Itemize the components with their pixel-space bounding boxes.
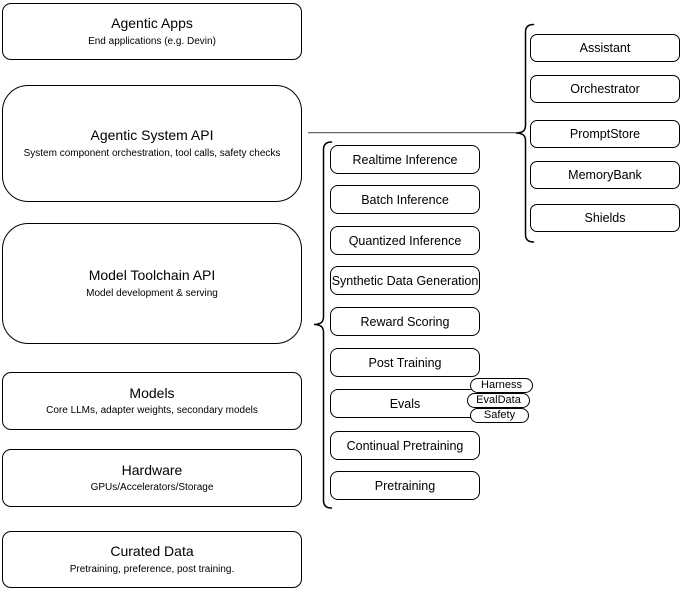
node-label: PromptStore (569, 127, 641, 141)
node-pretraining: Pretraining (330, 471, 480, 500)
node-label: Batch Inference (361, 192, 449, 207)
node-label: Synthetic Data Generation (331, 273, 479, 288)
node-quantized-inference: Quantized Inference (330, 226, 480, 255)
node-title: Models (129, 384, 175, 401)
node-curated-data: Curated Data Pretraining, preference, po… (2, 531, 302, 588)
badge-safety: Safety (470, 408, 529, 423)
node-label: Continual Pretraining (346, 438, 464, 453)
node-realtime-inference: Realtime Inference (330, 145, 480, 174)
node-models: Models Core LLMs, adapter weights, secon… (2, 372, 302, 430)
node-hardware: Hardware GPUs/Accelerators/Storage (2, 449, 302, 507)
node-orchestrator: Orchestrator (530, 75, 680, 103)
node-label: Post Training (368, 355, 442, 370)
node-title: Agentic System API (90, 127, 214, 144)
node-synthetic-data-generation: Synthetic Data Generation (330, 266, 480, 295)
system-components-brace (515, 23, 535, 243)
node-agentic-apps: Agentic Apps End applications (e.g. Devi… (2, 3, 302, 60)
node-subtitle: End applications (e.g. Devin) (88, 35, 216, 47)
node-label: Reward Scoring (360, 314, 450, 329)
badge-label: Harness (481, 379, 522, 391)
node-batch-inference: Batch Inference (330, 185, 480, 214)
node-subtitle: GPUs/Accelerators/Storage (90, 482, 214, 494)
node-memorybank: MemoryBank (530, 161, 680, 189)
node-subtitle: Core LLMs, adapter weights, secondary mo… (46, 405, 258, 417)
node-reward-scoring: Reward Scoring (330, 307, 480, 336)
node-title: Hardware (121, 461, 183, 478)
node-label: Orchestrator (570, 82, 640, 96)
node-title: Curated Data (110, 543, 194, 560)
node-promptstore: PromptStore (530, 120, 680, 148)
node-label: Assistant (579, 41, 631, 55)
node-title: Agentic Apps (111, 15, 193, 32)
node-label: Quantized Inference (348, 233, 462, 248)
badge-label: Safety (483, 409, 516, 421)
node-post-training: Post Training (330, 348, 480, 377)
node-label: Shields (584, 211, 626, 225)
node-evals: Evals (330, 389, 480, 418)
node-agentic-system-api: Agentic System API System component orch… (2, 85, 302, 202)
badge-harness: Harness (470, 378, 533, 393)
node-subtitle: Pretraining, preference, post training. (69, 563, 235, 575)
node-label: Realtime Inference (352, 152, 458, 167)
node-title: Model Toolchain API (88, 267, 216, 284)
node-label: Evals (389, 396, 421, 411)
node-model-toolchain-api: Model Toolchain API Model development & … (2, 223, 302, 344)
node-label: MemoryBank (568, 168, 642, 182)
node-continual-pretraining: Continual Pretraining (330, 431, 480, 460)
node-subtitle: Model development & serving (86, 287, 218, 299)
node-assistant: Assistant (530, 34, 680, 62)
badge-label: EvalData (476, 394, 521, 406)
node-subtitle: System component orchestration, tool cal… (23, 147, 281, 159)
toolchain-brace (313, 141, 333, 509)
node-label: Pretraining (374, 478, 436, 493)
badge-evaldata: EvalData (467, 393, 530, 408)
node-shields: Shields (530, 204, 680, 232)
